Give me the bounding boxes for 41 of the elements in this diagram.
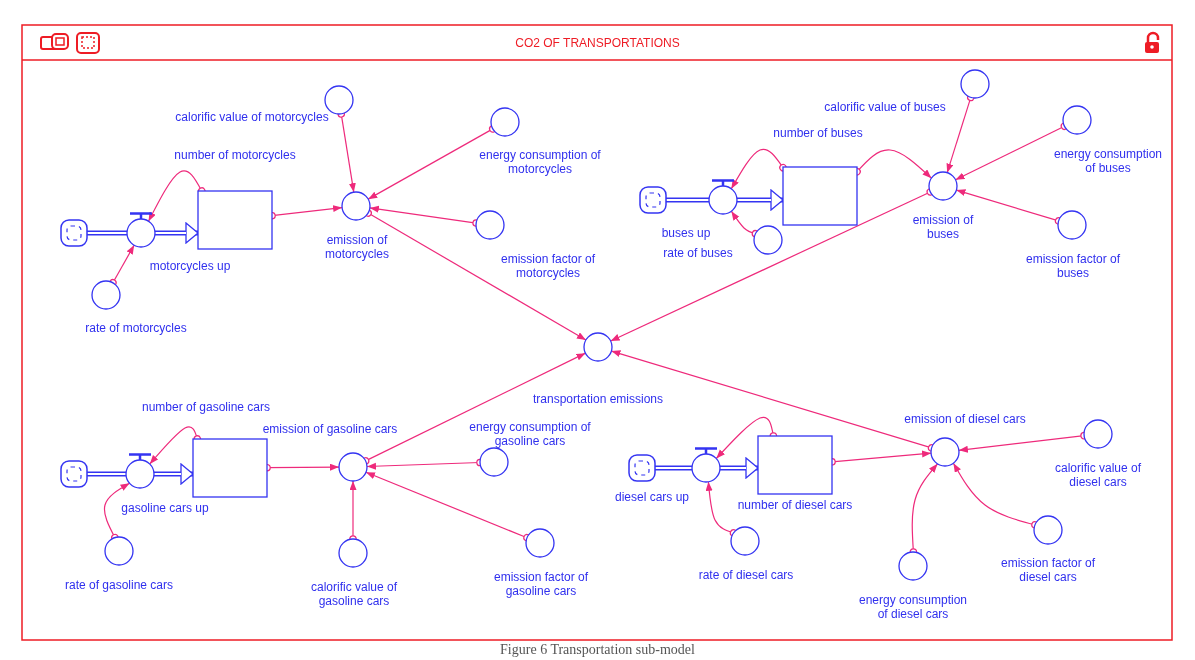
- connector-arrow: [730, 148, 787, 190]
- variable-label: rate of diesel cars: [698, 568, 794, 582]
- variable-label: emission of buses: [911, 213, 975, 241]
- connector-arrow: [149, 426, 202, 465]
- variable-label: number of diesel cars: [737, 498, 853, 512]
- variable-label: energy consumption of gasoline cars: [468, 420, 592, 448]
- variable-label: calorific value of gasoline cars: [309, 580, 398, 608]
- variable-label: number of motorcycles: [174, 148, 296, 162]
- variable-label: rate of buses: [663, 246, 733, 260]
- flow-pipe: [87, 230, 127, 236]
- variable-label: emission factor of gasoline cars: [492, 570, 589, 598]
- variable-label: buses up: [661, 226, 711, 240]
- variable-label: number of gasoline cars: [141, 400, 271, 414]
- variable-label: motorcycles up: [149, 259, 231, 273]
- variable-label: energy consumption of buses: [1052, 147, 1164, 175]
- variable-label: emission of diesel cars: [904, 412, 1026, 426]
- variable-label: energy consumption of diesel cars: [857, 593, 969, 621]
- variable-label: transportation emissions: [532, 392, 664, 406]
- variable-label: energy consumption of motorcycles: [478, 148, 602, 176]
- variable-label: emission factor of diesel cars: [999, 556, 1096, 584]
- window-title: CO2 OF TRANSPORTATIONS: [514, 36, 681, 50]
- variable-label: calorific value of diesel cars: [1053, 461, 1142, 489]
- connector-arrow: [147, 170, 206, 222]
- variable-label: number of buses: [773, 126, 863, 140]
- variable-label: gasoline cars up: [121, 501, 209, 515]
- variable-label: calorific value of buses: [824, 100, 946, 114]
- flow-pipe: [655, 465, 692, 471]
- variable-label: rate of motorcycles: [85, 321, 187, 335]
- variable-label: calorific value of motorcycles: [175, 110, 329, 124]
- flow-pipe: [87, 471, 126, 477]
- connector-arrow: [952, 462, 1039, 529]
- variable-label: emission factor of motorcycles: [500, 252, 596, 280]
- connector-arrow: [715, 416, 778, 460]
- variable-label: rate of gasoline cars: [64, 578, 174, 592]
- variable-label: emission of motorcycles: [324, 233, 390, 261]
- variable-label: emission of gasoline cars: [262, 422, 398, 436]
- variable-label: diesel cars up: [614, 490, 689, 504]
- figure-caption: Figure 6 Transportation sub-model: [499, 642, 696, 658]
- variable-label: emission factor of buses: [1025, 252, 1121, 280]
- connector-arrow: [365, 471, 531, 542]
- flow-pipe: [666, 197, 709, 203]
